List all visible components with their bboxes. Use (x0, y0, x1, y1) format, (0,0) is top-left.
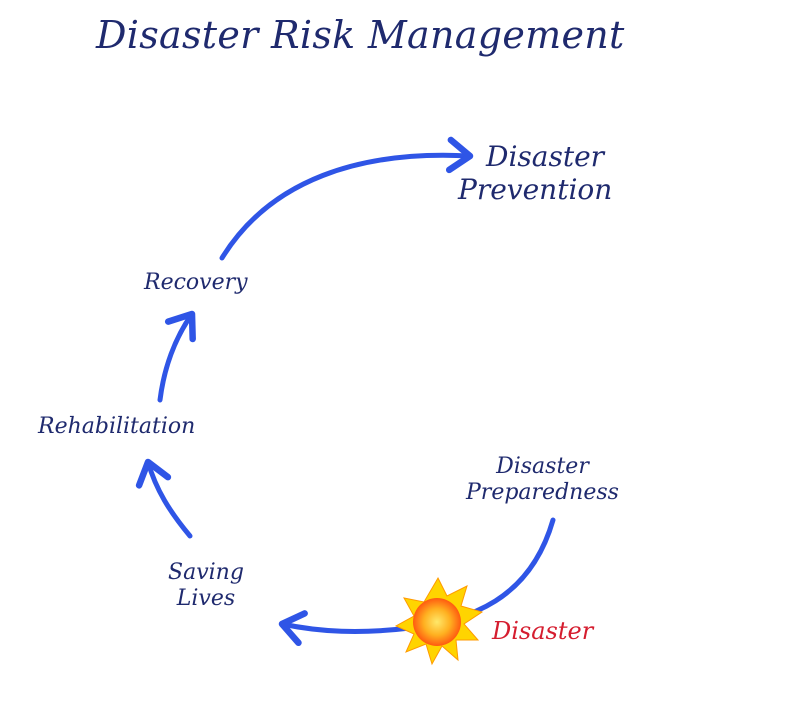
node-disaster-prevention-line1: Disaster (486, 140, 605, 173)
node-disaster-prevention-line2: Prevention (458, 173, 613, 207)
node-disaster-preparedness: Disaster Preparedness (466, 454, 619, 507)
node-saving-lives-line1: Saving (168, 560, 244, 585)
node-disaster-preparedness-line1: Disaster (496, 454, 589, 479)
node-recovery: Recovery (144, 270, 248, 295)
arrow-recovery-to-prevention (219, 136, 474, 261)
node-saving-lives: Saving Lives (168, 560, 244, 613)
node-saving-lives-line2: Lives (176, 586, 236, 612)
explosion-burst-icon (394, 576, 484, 666)
node-disaster: Disaster (492, 617, 594, 645)
node-disaster-preparedness-line2: Preparedness (466, 480, 619, 506)
node-rehabilitation: Rehabilitation (38, 414, 196, 439)
diagram-title: Disaster Risk Management (96, 13, 625, 57)
arrow-saving-to-rehabilitation (135, 458, 193, 539)
node-disaster-prevention: Disaster Prevention (458, 140, 612, 206)
arrow-rehabilitation-to-recovery (157, 310, 196, 403)
